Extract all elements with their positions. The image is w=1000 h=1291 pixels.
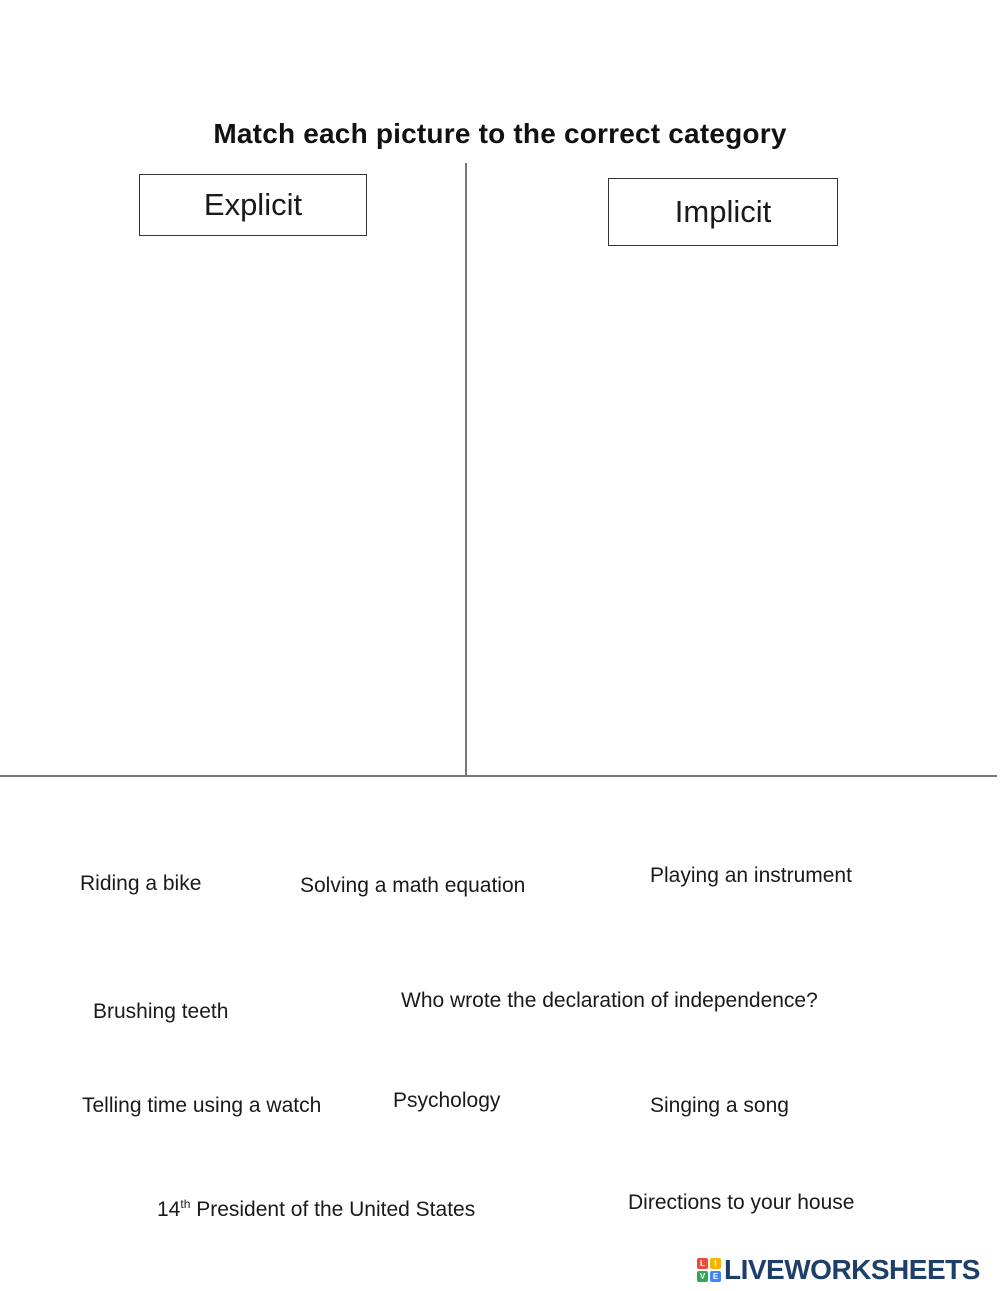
worksheet-title: Match each picture to the correct catego… [213,118,787,149]
logo-mark-letter: V [697,1271,708,1282]
drag-item-singing-a-song[interactable]: Singing a song [650,1094,789,1117]
drop-zone-explicit[interactable] [10,245,450,765]
president-number: 14 [157,1198,181,1221]
president-text: President of the United States [190,1198,476,1221]
logo-mark-icon: L I V E [697,1258,721,1282]
drag-item-psychology[interactable]: Psychology [393,1089,501,1112]
logo-mark-letter: I [710,1258,721,1269]
drag-item-riding-a-bike[interactable]: Riding a bike [80,872,202,895]
drag-item-declaration-question[interactable]: Who wrote the declaration of independenc… [401,989,818,1012]
section-divider [0,775,997,777]
logo-mark-letter: E [710,1271,721,1282]
drag-item-brushing-teeth[interactable]: Brushing teeth [93,1000,229,1023]
drag-item-telling-time[interactable]: Telling time using a watch [82,1094,322,1117]
drag-item-playing-instrument[interactable]: Playing an instrument [650,864,852,887]
logo-mark-letter: L [697,1258,708,1269]
column-divider [465,163,467,777]
logo-text: LIVEWORKSHEETS [724,1254,980,1285]
category-label-implicit: Implicit [608,178,838,246]
drag-item-14th-president[interactable]: 14th President of the United States [157,1197,475,1222]
drag-item-directions-to-house[interactable]: Directions to your house [628,1191,855,1214]
ordinal-suffix: th [180,1197,191,1211]
category-label-explicit: Explicit [139,174,367,236]
liveworksheets-logo: L I V E LIVEWORKSHEETS [697,1254,980,1285]
drag-item-solving-math-equation[interactable]: Solving a math equation [300,874,526,897]
drop-zone-implicit[interactable] [480,245,985,765]
